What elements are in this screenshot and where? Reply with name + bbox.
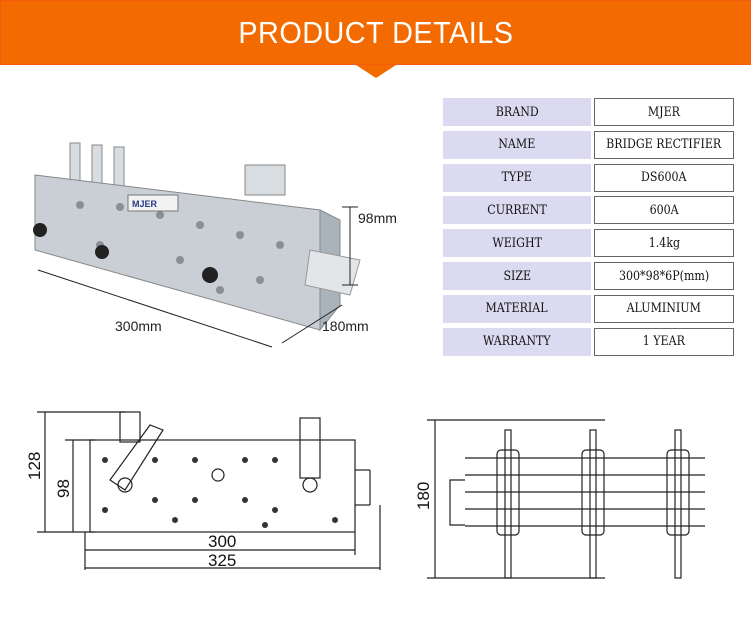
spec-value-text: BRIDGE RECTIFIER [606,137,722,153]
page-title: PRODUCT DETAILS [237,14,514,50]
spec-value: 600A [594,196,734,225]
spec-row-type: TYPE DS600A [443,163,734,192]
spec-label-text: WARRANTY [483,334,551,350]
terminal-tabs [69,142,286,196]
spec-label-text: NAME [498,137,536,153]
spec-label-text: MATERIAL [485,301,549,317]
spec-value: ALUMINIUM [594,294,734,323]
spec-label: BRAND [443,98,591,126]
spec-value: 1.4kg [594,229,734,258]
side-height-label: 180 [414,482,433,510]
spec-label-text: TYPE [501,170,533,186]
spec-value: DS600A [594,163,734,192]
spec-label: MATERIAL [443,294,591,323]
spec-row-material: MATERIAL ALUMINIUM [443,294,734,323]
spec-label: WEIGHT [443,229,591,258]
spec-row-name: NAME BRIDGE RECTIFIER [443,130,734,159]
spec-row-brand: BRAND MJER [443,98,734,126]
spec-value: 300*98*6P(mm) [594,262,734,290]
side-drawing: 180 [414,419,705,579]
spec-value-text: 300*98*6P(mm) [618,268,710,284]
spec-value-text: MJER [647,104,681,120]
header-banner: PRODUCT DETAILS [0,0,751,65]
brand-label: MJER [132,199,158,209]
spec-row-size: SIZE 300*98*6P(mm) [443,262,734,290]
front-drawing: 128 98 300 325 [25,411,381,570]
photo-length-label: 300mm [115,318,162,334]
spec-value-text: 1.4kg [648,235,680,251]
spec-value-text: 1 YEAR [642,334,686,350]
spec-label-text: BRAND [495,104,539,120]
spec-label: TYPE [443,163,591,192]
banner-pointer [356,65,396,78]
spec-value: BRIDGE RECTIFIER [594,130,734,159]
spec-label-text: WEIGHT [492,235,542,251]
spec-label: SIZE [443,262,591,290]
spec-label-text: SIZE [503,268,531,284]
spec-label: NAME [443,130,591,159]
spec-value-text: 600A [649,202,679,218]
outer-height-label: 128 [25,452,44,480]
spec-value-text: ALUMINIUM [626,301,702,317]
spec-row-current: CURRENT 600A [443,196,734,225]
photo-height-label: 98mm [358,210,397,226]
inner-height-label: 98 [54,479,73,498]
bolt-knobs [33,223,218,283]
spec-label: WARRANTY [443,327,591,356]
product-photo: MJER 98mm 300mm 180mm [33,142,397,348]
spec-label: CURRENT [443,196,591,225]
outer-width-label: 325 [208,551,236,570]
spec-row-warranty: WARRANTY 1 YEAR [443,327,734,356]
spec-value: MJER [594,98,734,126]
spec-label-text: CURRENT [487,202,547,218]
spec-value: 1 YEAR [594,327,734,356]
spec-row-weight: WEIGHT 1.4kg [443,229,734,258]
spec-value-text: DS600A [641,170,687,186]
inner-width-label: 300 [208,532,236,551]
photo-depth-label: 180mm [322,318,369,334]
